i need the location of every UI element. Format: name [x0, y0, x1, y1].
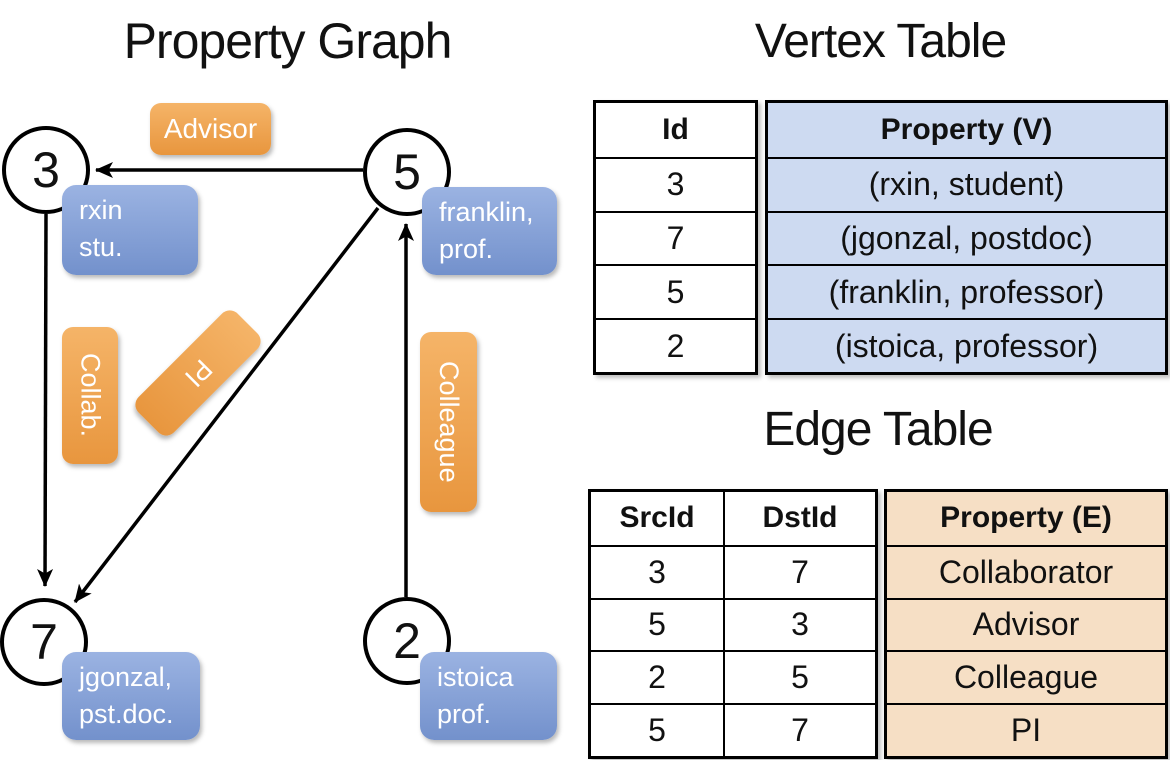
table-cell: 5 [591, 597, 723, 651]
edge-line-pi-5-to-7 [73, 206, 380, 604]
vertex-node-2: 2 [363, 597, 451, 685]
vertex-table-header-id: Id [662, 112, 689, 146]
vertex-table-id-column: Id 3 7 5 2 [593, 100, 758, 375]
edge-label-collab: Collab. [62, 327, 118, 464]
edge-table-ids-columns: SrcId DstId 3 7 5 3 2 5 5 7 [588, 489, 878, 759]
vertex-property-box-5: franklin, prof. [422, 187, 557, 275]
edge-table-header-property: Property (E) [940, 501, 1112, 535]
table-cell: 7 [723, 703, 875, 756]
edge-table-property-column: Property (E) Collaborator Advisor Collea… [884, 489, 1168, 759]
table-cell: (jgonzal, postdoc) [768, 210, 1165, 265]
edge-table-header-srcid: SrcId [619, 501, 695, 535]
table-cell: 5 [723, 650, 875, 704]
table-cell: Advisor [887, 597, 1165, 651]
table-cell: (istoica, professor) [768, 318, 1165, 372]
edge-table-header-dstid: DstId [723, 492, 875, 545]
vertex-property-line: stu. [79, 232, 123, 262]
graph-edges-canvas [37, 162, 414, 604]
table-cell: (franklin, professor) [768, 264, 1165, 318]
table-cell: 3 [591, 544, 723, 598]
table-cell: 7 [596, 210, 755, 265]
table-cell: 2 [596, 318, 755, 372]
table-cell: (rxin, student) [768, 156, 1165, 211]
vertex-property-line: franklin, [439, 197, 534, 227]
vertex-property-line: istoica [437, 662, 514, 692]
table-cell: PI [887, 703, 1165, 756]
table-cell: 2 [591, 650, 723, 703]
vertex-property-line: jgonzal, [79, 662, 173, 692]
table-cell: 7 [723, 544, 875, 598]
vertex-property-line: prof. [437, 699, 492, 729]
vertex-node-5: 5 [363, 128, 451, 216]
table-cell: 5 [591, 703, 723, 756]
vertex-property-line: pst.doc. [79, 699, 174, 729]
vertex-property-box-2: istoica prof. [420, 652, 557, 740]
edge-label-colleague: Colleague [420, 332, 477, 512]
table-cell: 3 [723, 597, 875, 651]
property-graph-title: Property Graph [123, 13, 453, 69]
edge-line-collab-3-to-7 [37, 213, 54, 587]
table-cell: 3 [596, 156, 755, 211]
vertex-table-header-property: Property (V) [880, 112, 1053, 146]
table-cell: Colleague [887, 650, 1165, 703]
vertex-table-title: Vertex Table [754, 15, 1007, 68]
vertex-property-box-3: rxin stu. [62, 185, 198, 275]
table-cell: 5 [596, 264, 755, 318]
edge-table-title: Edge Table [763, 403, 993, 456]
vertex-table-property-column: Property (V) (rxin, student) (jgonzal, p… [765, 100, 1168, 375]
edge-label-advisor: Advisor [150, 103, 271, 155]
table-cell: Collaborator [887, 544, 1165, 598]
vertex-property-line: rxin [79, 195, 123, 225]
vertex-property-line: prof. [439, 234, 494, 264]
vertex-property-box-7: jgonzal, pst.doc. [62, 652, 200, 740]
